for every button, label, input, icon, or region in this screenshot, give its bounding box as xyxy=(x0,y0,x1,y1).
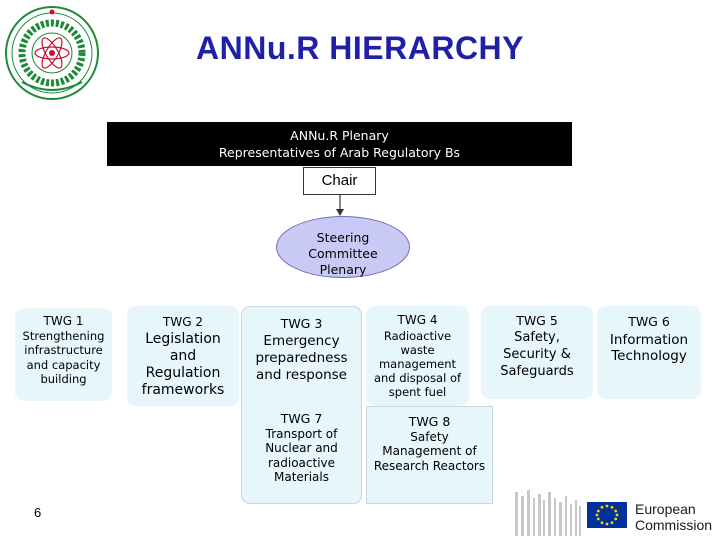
twg-3-code: TWG 3 xyxy=(280,316,323,331)
twg-7-desc-2: Nuclear and xyxy=(265,441,338,455)
twg-8-desc-3: Research Reactors xyxy=(373,458,486,473)
twg-8-code: TWG 8 xyxy=(408,414,451,429)
plenary-box: ANNu.R Plenary Representatives of Arab R… xyxy=(107,122,572,166)
twg-1-box: TWG 1 Strengthening infrastructure and c… xyxy=(15,308,112,401)
page-title: ANNu.R HIERARCHY xyxy=(196,30,524,66)
twg-1-desc-4: building xyxy=(40,372,87,386)
twg-2-code: TWG 2 xyxy=(163,315,203,329)
twg-6-box: TWG 6 Information Technology xyxy=(597,306,701,399)
european-commission-logo: European Commission xyxy=(515,490,715,538)
twg-5-box: TWG 5 Safety, Security & Safeguards xyxy=(481,306,593,399)
twg-8-desc-1: Safety xyxy=(410,429,449,444)
eu-flag-icon xyxy=(515,490,627,536)
twg-3-desc-1: Emergency xyxy=(263,333,340,349)
twg-6-desc-2: Technology xyxy=(611,348,687,364)
twg-1-desc-2: infrastructure xyxy=(24,343,103,357)
twg-5-desc-1: Safety, xyxy=(514,330,560,345)
twg-2-desc-3: Regulation xyxy=(145,365,221,381)
twg-6-desc-1: Information xyxy=(609,331,689,348)
twg-2-desc-4: frameworks xyxy=(141,382,225,398)
twg-5-desc-3: Safeguards xyxy=(500,364,574,379)
twg-4-desc-1: Radioactive xyxy=(383,329,452,343)
twg-4-code: TWG 4 xyxy=(397,313,438,327)
arab-league-logo xyxy=(5,6,99,100)
twg-7-desc-3: radioactive xyxy=(267,455,336,470)
twg-4-desc-5: spent fuel xyxy=(388,385,447,399)
twg-2-desc-2: and xyxy=(169,348,197,364)
twg-7-desc-1: Transport of xyxy=(265,426,338,441)
twg-2-desc-1: Legislation xyxy=(145,331,221,347)
twg-3-desc-3: and response xyxy=(255,367,347,383)
chair-box: Chair xyxy=(303,167,376,195)
twg-1-desc-3: and capacity xyxy=(26,357,101,372)
ec-logo-line-1: European xyxy=(635,501,696,517)
steering-line-3: Plenary xyxy=(319,262,367,277)
plenary-subtitle: Representatives of Arab Regulatory Bs xyxy=(218,145,461,160)
plenary-title: ANNu.R Plenary xyxy=(290,128,389,143)
twg-7-desc-4: Materials xyxy=(273,470,329,484)
steering-committee-ellipse: Steering Committee Plenary xyxy=(276,216,410,278)
twg-5-code: TWG 5 xyxy=(516,313,558,328)
twg-1-desc-1: Strengthening xyxy=(22,328,105,343)
twg-5-desc-2: Security & xyxy=(503,347,571,362)
twg-4-desc-2: waste xyxy=(400,343,435,357)
twg-3-box: TWG 3 Emergency preparedness and respons… xyxy=(241,306,362,504)
steering-line-1: Steering xyxy=(316,230,370,245)
steering-line-2: Committee xyxy=(308,246,378,261)
twg-2-box: TWG 2 Legislation and Regulation framewo… xyxy=(127,306,239,406)
page-number: 6 xyxy=(34,505,42,520)
twg-7-box: TWG 7 Transport of Nuclear and radioacti… xyxy=(242,408,361,503)
ec-logo-line-2: Commission xyxy=(635,517,713,533)
twg-4-desc-4: and disposal of xyxy=(373,371,462,385)
twg-6-code: TWG 6 xyxy=(628,314,670,329)
twg-3-desc-2: preparedness xyxy=(255,350,348,366)
twg-8-box: TWG 8 Safety Management of Research Reac… xyxy=(366,406,493,504)
twg-1-code: TWG 1 xyxy=(43,314,84,328)
twg-7-code: TWG 7 xyxy=(280,411,323,426)
twg-8-desc-2: Management of xyxy=(382,444,477,458)
twg-4-desc-3: management xyxy=(378,357,457,371)
twg-4-box: TWG 4 Radioactive waste management and d… xyxy=(366,306,469,406)
